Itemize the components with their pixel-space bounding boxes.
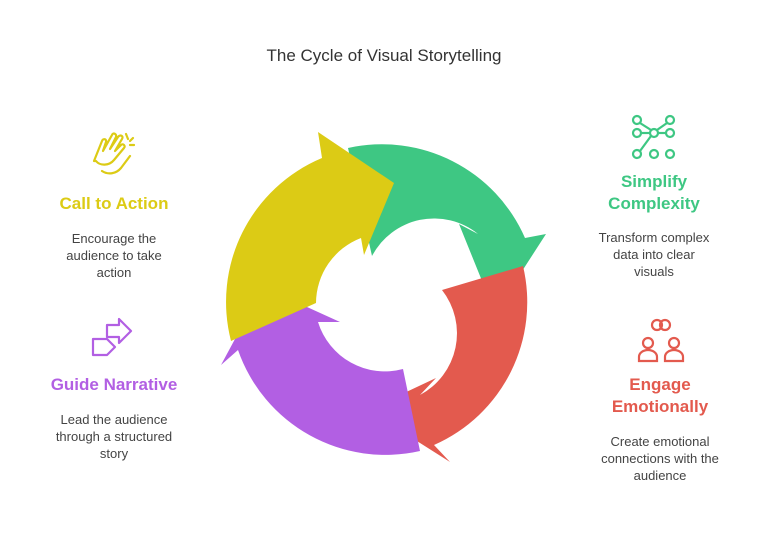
network-graph-icon [631, 114, 676, 160]
step-simplify-title: Simplify Complexity [578, 171, 730, 215]
step-simplify-desc-line2: data into clear [613, 247, 695, 262]
step-action-title: Call to Action [59, 194, 169, 213]
step-action: Call to Action Encourage the audience to… [38, 193, 190, 281]
step-simplify-title-line1: Simplify [620, 172, 688, 191]
step-guide-desc: Lead the audience through a structured s… [36, 411, 192, 462]
step-engage-desc-line1: Create emotional [610, 434, 710, 449]
step-action-desc-line1: Encourage the [71, 231, 157, 246]
direction-arrows-icon [91, 317, 133, 357]
step-simplify-desc: Transform complex data into clear visual… [578, 229, 730, 280]
step-simplify: Simplify Complexity Transform complex da… [578, 171, 730, 280]
step-simplify-desc-line3: visuals [634, 264, 674, 279]
clapping-hands-icon [92, 132, 136, 175]
step-simplify-title-line2: Complexity [608, 194, 700, 213]
step-engage-title-line1: Engage [629, 375, 691, 394]
step-action-desc-line3: action [96, 265, 132, 280]
people-rings-icon [637, 318, 685, 363]
step-guide-desc-line1: Lead the audience [60, 412, 168, 427]
step-guide-desc-line3: story [99, 446, 129, 461]
cycle-segment-guide [221, 287, 420, 455]
step-guide-title: Guide Narrative [50, 375, 178, 394]
step-engage-title: Engage Emotionally [580, 374, 740, 418]
step-engage-desc: Create emotional connections with the au… [580, 433, 740, 484]
step-guide: Guide Narrative Lead the audience throug… [36, 374, 192, 462]
step-simplify-desc-line1: Transform complex [598, 230, 710, 245]
page-title: The Cycle of Visual Storytelling [266, 46, 502, 65]
step-action-desc: Encourage the audience to take action [38, 230, 190, 281]
step-engage-desc-line3: audience [633, 468, 687, 483]
cycle-segment-action [226, 132, 394, 341]
cycle-segment-simplify [348, 144, 546, 313]
step-action-desc-line2: audience to take [66, 248, 162, 263]
step-engage-desc-line2: connections with the [601, 451, 719, 466]
step-guide-desc-line2: through a structured [55, 429, 173, 444]
step-engage-title-line2: Emotionally [611, 397, 709, 416]
step-engage: Engage Emotionally Create emotional conn… [580, 374, 740, 484]
